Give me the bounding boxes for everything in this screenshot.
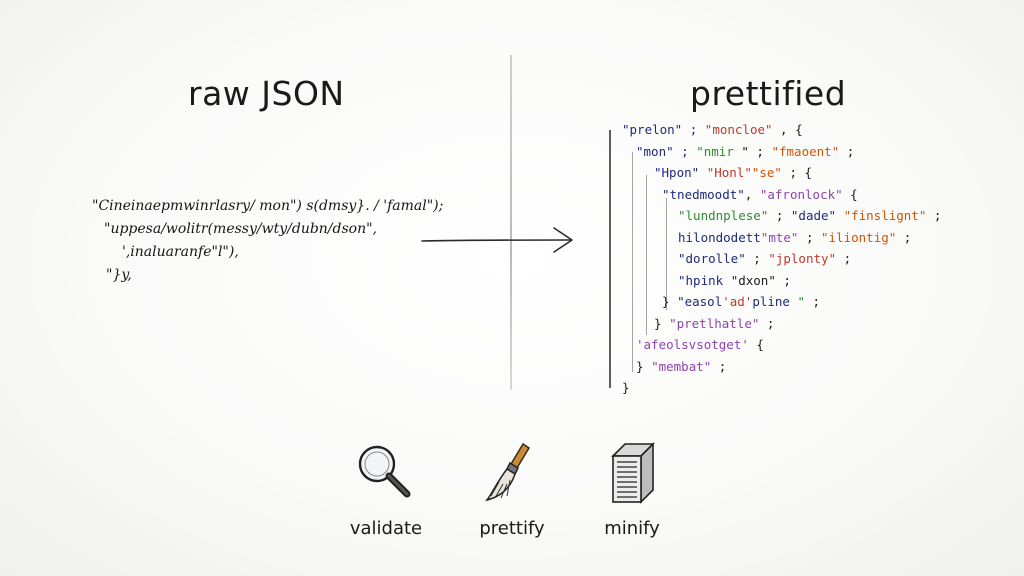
code-token: { [842, 186, 858, 202]
code-line: } [622, 380, 942, 402]
code-line: "tnedmoodt", "afronlock" { [622, 187, 942, 209]
code-token: "fmaoent" [771, 143, 840, 159]
code-token: hilondodett [678, 229, 761, 245]
code-token: pline [752, 294, 790, 309]
code-token: "mte" [760, 229, 799, 245]
code-line: "Hpon" "Honl""se" ; { [622, 165, 942, 187]
code-token: "mon" ; [636, 143, 697, 159]
code-token: ; [711, 358, 727, 374]
code-token: ; [745, 251, 769, 266]
prettified-title: prettified [690, 74, 847, 114]
raw-json-block: "Cineinaepmwinrlasry/ mon") s(dmsy}. / '… [92, 198, 444, 290]
indent-guide [666, 198, 667, 310]
code-token: "Hpon" [654, 165, 707, 180]
code-token: "dorolle" [678, 251, 746, 266]
code-token: ; [926, 208, 942, 223]
code-token: "lundnplese" [678, 208, 769, 223]
code-token: 'ad' [722, 294, 753, 309]
code-token: "nmir [696, 143, 742, 159]
code-line: } "easol'ad'pline " ; [622, 294, 942, 316]
code-token: 'afeolsvsotget' [636, 337, 749, 352]
code-token: " [797, 294, 806, 309]
minify-tool[interactable]: minify [572, 438, 692, 539]
code-token: "membat" [651, 358, 712, 374]
code-token: "easol [677, 294, 723, 309]
code-token: ; [836, 251, 852, 266]
code-token: ; [805, 294, 821, 309]
code-token: "dade" [790, 208, 837, 223]
code-line: 'afeolsvsotget' { [622, 337, 942, 359]
code-token: { [748, 337, 764, 352]
code-token: ; { [781, 165, 813, 180]
raw-json-line: "uppesa/wolitr(messy/wty/dubn/dson", [104, 221, 378, 237]
raw-json-line: "Cineinaepmwinrlasry/ mon") s(dmsy}. / '… [92, 198, 444, 214]
code-token: "iliontig" [821, 229, 897, 245]
code-token: " ; [741, 143, 772, 159]
prettify-tool[interactable]: prettify [452, 438, 572, 539]
code-token [836, 208, 844, 223]
code-token: ; [839, 143, 855, 159]
raw-json-title: raw JSON [188, 74, 345, 114]
minify-label: minify [604, 518, 660, 539]
code-token: "moncloe" [704, 122, 773, 137]
prettify-label: prettify [479, 518, 545, 539]
compressed-box-icon [611, 442, 655, 504]
code-token: "tnedmoodt" [662, 186, 745, 202]
code-token: , [744, 186, 760, 202]
code-line: hilondodett"mte" ; "iliontig" ; [622, 230, 942, 252]
code-token: "jplonty" [768, 251, 837, 266]
raw-json-line: "}y, [106, 267, 132, 283]
code-token: "Honl" [706, 165, 752, 180]
code-line: } "membat" ; [622, 359, 942, 381]
code-token: "finslignt" [843, 208, 927, 223]
paint-brush-icon [485, 442, 531, 502]
code-token: } [636, 358, 652, 374]
code-token: , { [772, 122, 803, 137]
code-token: ; [896, 229, 912, 245]
code-line: "lundnplese" ; "dade" "finslignt" ; [622, 208, 942, 230]
code-line: } "pretlhatle" ; [622, 316, 942, 338]
code-outer-bracket [609, 130, 611, 388]
raw-json-line: ',inaluaranfe"l"), [122, 244, 239, 260]
code-token: } [622, 380, 630, 395]
code-token: "dxon" [730, 272, 776, 288]
code-token: "se" [751, 165, 782, 180]
transform-arrow-icon [421, 227, 573, 253]
validate-tool[interactable]: validate [326, 438, 446, 539]
code-token: ; [759, 315, 775, 331]
code-token [790, 294, 798, 309]
code-token: ; [775, 272, 791, 288]
code-token: } [662, 294, 678, 309]
code-token: "prelon" ; [622, 122, 705, 137]
indent-guide [632, 152, 633, 372]
validate-label: validate [349, 518, 423, 539]
code-line: "mon" ; "nmir " ; "fmaoent" ; [622, 144, 942, 166]
code-token: "hpink [678, 272, 731, 288]
code-token: "afronlock" [759, 186, 843, 202]
code-line: "hpink "dxon" ; [622, 273, 942, 295]
code-line: "prelon" ; "moncloe" , { [622, 122, 942, 144]
code-token: ; [768, 208, 791, 223]
code-token: ; [798, 229, 822, 245]
code-token: "pretlhatle" [669, 315, 760, 331]
magnifying-glass-icon [358, 445, 411, 498]
code-token: } [654, 315, 670, 331]
indent-guide [646, 175, 647, 335]
code-line: "dorolle" ; "jplonty" ; [622, 251, 942, 273]
center-divider [510, 55, 512, 390]
prettified-json-block: "prelon" ; "moncloe" , {"mon" ; "nmir " … [622, 122, 942, 402]
